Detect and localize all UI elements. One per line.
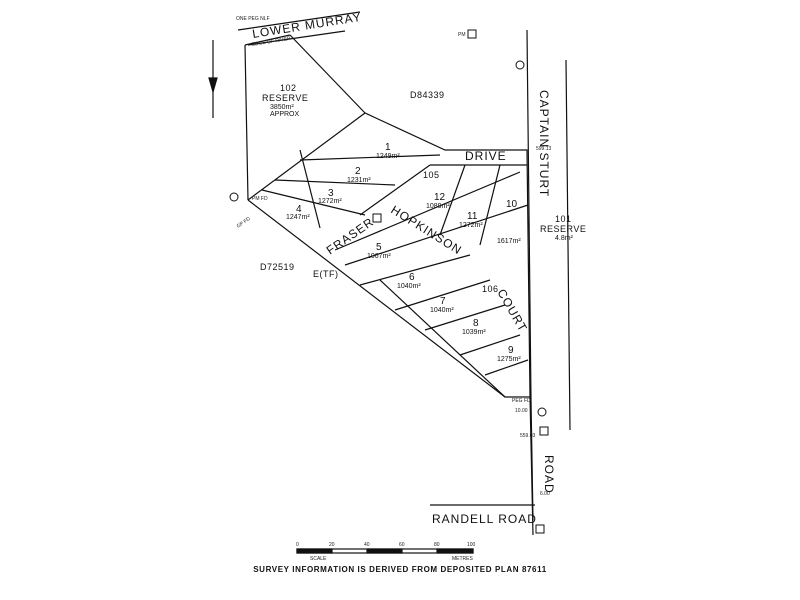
scale-unit: METRES	[452, 556, 474, 562]
scale-label: SCALE	[310, 556, 327, 562]
mark-dist-559: 559.03	[520, 433, 536, 439]
reserve-101-area: 4.8m²	[555, 235, 574, 242]
lot-12-area: 1089m²	[426, 203, 450, 210]
scale-bar-segment-1	[296, 548, 333, 554]
reserve-102-number: 102	[280, 83, 297, 93]
hopkinson-south-edge	[344, 204, 529, 266]
peg-circle-south-east	[537, 407, 547, 417]
lot-9-number: 9	[508, 345, 514, 356]
road-name-court: COURT	[494, 287, 530, 335]
lot-line-5-6	[359, 254, 471, 286]
lot-10-number: 10	[506, 199, 518, 210]
scale-tick-100: 100	[467, 542, 476, 548]
scale-bar-segment-5	[436, 548, 474, 554]
hopkinson-north-edge	[334, 171, 521, 251]
lot-5-area: 1067m²	[367, 253, 391, 260]
mark-dist-10: 10.00	[515, 408, 528, 414]
lot-5-number: 5	[376, 242, 382, 253]
parcel-d72519: D72519	[260, 262, 295, 272]
peg-circle-north-east	[515, 60, 525, 70]
lot-line-6-7	[394, 279, 491, 311]
parcel-d84339: D84339	[410, 90, 445, 100]
pm-box-north	[467, 29, 477, 39]
lot-7-area: 1040m²	[430, 307, 454, 314]
north-arrow-head	[208, 77, 218, 95]
peg-circle-west	[229, 192, 239, 202]
pm-box-south-2	[535, 524, 545, 534]
lot-line-9	[484, 359, 529, 376]
lot-line-2	[274, 179, 396, 186]
reserve-101-number: 101	[555, 214, 572, 224]
lot-1-number: 1	[385, 142, 391, 153]
drive-road-line	[359, 164, 431, 216]
lot-line-1	[299, 154, 441, 161]
lot-2-number: 2	[355, 166, 361, 177]
reserve-102-area: 3850m²	[270, 104, 294, 111]
reserve-102-approx: APPROX	[270, 111, 300, 118]
lot-2-area: 1231m²	[347, 177, 371, 184]
captain-sturt-road-line-east	[565, 59, 571, 431]
lot-3-number: 3	[328, 188, 334, 199]
reserve-102-name: RESERVE	[262, 93, 308, 103]
lot-8-area: 1039m²	[462, 329, 486, 336]
lot-divide-main	[379, 279, 506, 398]
lot-9-area: 1275m²	[497, 356, 521, 363]
scale-tick-40: 40	[364, 542, 370, 548]
road-parcel-106: 106	[482, 284, 499, 294]
road-parcel-105: 105	[423, 170, 440, 180]
lot-7-number: 7	[440, 296, 446, 307]
reserve-101-name: RESERVE	[540, 224, 586, 234]
road-name-randell-road: RANDELL ROAD	[432, 512, 537, 526]
mark-pm-north: PM	[458, 32, 466, 38]
lot-line-12-11	[439, 164, 466, 236]
lot-line-4	[299, 149, 321, 229]
mark-pm-fd-lot4: PM FD	[252, 196, 268, 202]
lot-11-number: 11	[467, 211, 478, 222]
pm-box-south-1	[539, 426, 549, 436]
mark-one-peg-nlf: ONE PEG NLF	[236, 16, 270, 22]
lot-line-8-9	[459, 334, 521, 356]
lot-4-number: 4	[296, 204, 302, 215]
scale-tick-20: 20	[329, 542, 335, 548]
survey-marks	[229, 29, 549, 534]
scale-bar-segment-3	[366, 548, 403, 554]
river-edge-line	[244, 34, 291, 46]
lot-line-7-8	[424, 304, 506, 331]
lot-3-area: 1272m²	[318, 198, 342, 205]
lower-murray-road-line-north	[237, 11, 361, 31]
road-name-drive: DRIVE	[465, 149, 507, 163]
mark-gp-fd: GP FD	[236, 216, 252, 230]
pm-box-lot4	[372, 213, 382, 223]
north-boundary-d84339	[289, 34, 366, 114]
lot-10-area: 1617m²	[497, 238, 521, 245]
lot-12-number: 12	[434, 192, 446, 203]
lot-1-area: 1249m²	[376, 153, 400, 160]
lot-6-number: 6	[409, 272, 415, 283]
scale-tick-80: 80	[434, 542, 440, 548]
scale-tick-0: 0	[296, 542, 299, 548]
captain-sturt-road-line-west	[526, 29, 532, 401]
mark-dist-6: 6.00	[540, 491, 550, 497]
lot-8-number: 8	[473, 318, 479, 329]
linework	[208, 11, 571, 554]
lot-4-area: 1247m²	[286, 214, 310, 221]
west-boundary	[244, 44, 249, 201]
lot-11-area: 1272m²	[459, 222, 483, 229]
survey-tie-south	[529, 396, 534, 536]
lot-line-11-10	[479, 164, 501, 246]
parcel-etf: E(TF)	[313, 269, 339, 279]
survey-source-note: SURVEY INFORMATION IS DERIVED FROM DEPOS…	[253, 565, 547, 574]
mark-dist-599: 599.13	[536, 146, 552, 152]
road-name-captain-sturt: CAPTAIN STURT	[537, 90, 551, 197]
scale-tick-60: 60	[399, 542, 405, 548]
road-name-road: ROAD	[542, 455, 556, 494]
mark-peg-fd: PEG FD	[512, 398, 531, 404]
lot-6-area: 1040m²	[397, 283, 421, 290]
lower-murray-road-line-south	[247, 30, 346, 46]
